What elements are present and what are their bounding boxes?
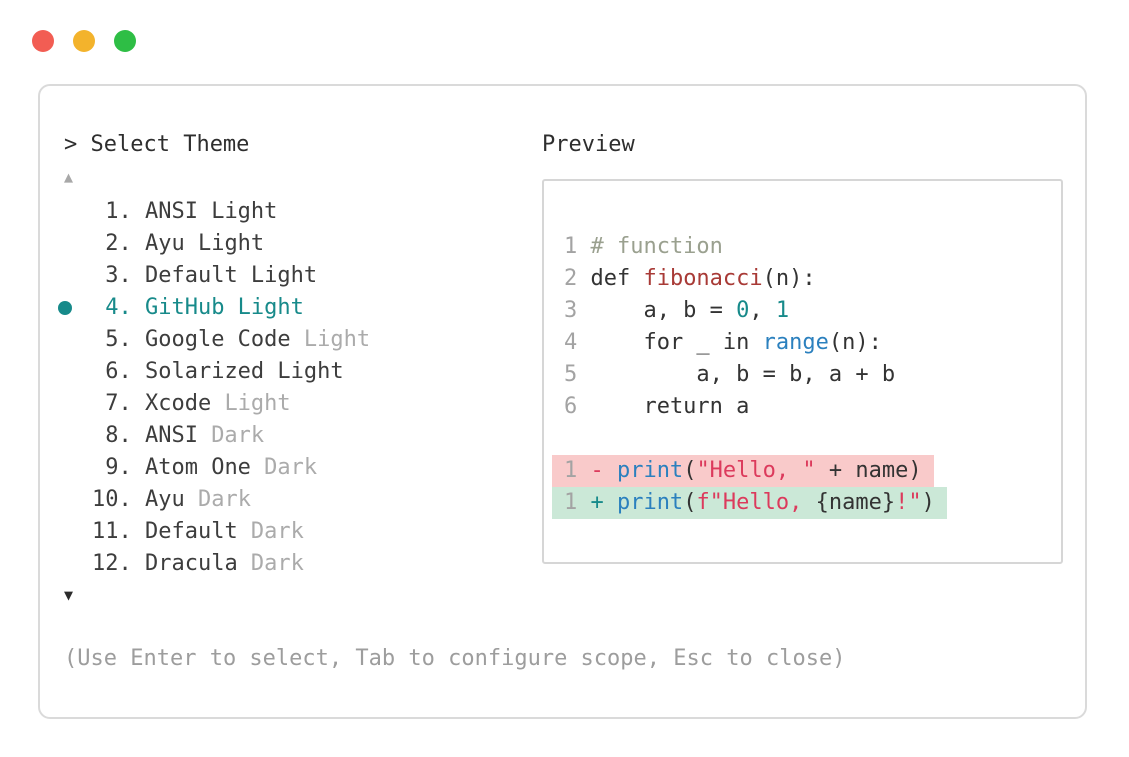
diff-removed-line: 1-print("Hello, " + name) — [552, 455, 947, 487]
help-text: (Use Enter to select, Tab to configure s… — [64, 646, 846, 671]
theme-list: 1.ANSI Light 2.Ayu Light 3.Default Light… — [58, 196, 371, 580]
diff-plus-sign: + — [590, 490, 604, 515]
theme-item-default-light[interactable]: 3.Default Light — [105, 263, 318, 288]
minimize-button[interactable] — [73, 30, 95, 52]
close-button[interactable] — [32, 30, 54, 52]
diff-minus-sign: - — [590, 458, 604, 483]
code-line-5: 5 a, b = b, a + b — [564, 362, 896, 387]
diff-added-line: 1+print(f"Hello, {name}!") — [552, 487, 947, 519]
selected-dot-icon — [58, 301, 72, 315]
code-line-1: 1# function — [564, 234, 723, 259]
zoom-button[interactable] — [114, 30, 136, 52]
preview-label: Preview — [542, 132, 635, 157]
code-line-3: 3 a, b = 0, 1 — [564, 298, 790, 323]
theme-item-ansi-light[interactable]: 1.ANSI Light — [105, 199, 278, 224]
prompt-icon: > — [64, 132, 78, 157]
picker-header: > Select Theme — [64, 132, 249, 157]
page-title: Select Theme — [90, 132, 250, 157]
code-line-blank — [564, 423, 947, 455]
scroll-up-icon[interactable]: ▲ — [64, 168, 74, 186]
code-line-6: 6 return a — [564, 394, 750, 419]
code-line-4: 4 for _ in range(n): — [564, 330, 882, 355]
scroll-down-icon[interactable]: ▼ — [64, 586, 74, 604]
window-controls — [32, 30, 136, 52]
theme-item-github-light-selected[interactable]: 4.GitHub Light — [58, 292, 370, 324]
theme-item-ayu-light[interactable]: 2.Ayu Light — [105, 231, 265, 256]
theme-item-solarized-light[interactable]: 6.Solarized Light — [105, 359, 344, 384]
theme-picker-panel: > Select Theme Preview ▲ 1.ANSI Light 2.A… — [38, 84, 1087, 719]
